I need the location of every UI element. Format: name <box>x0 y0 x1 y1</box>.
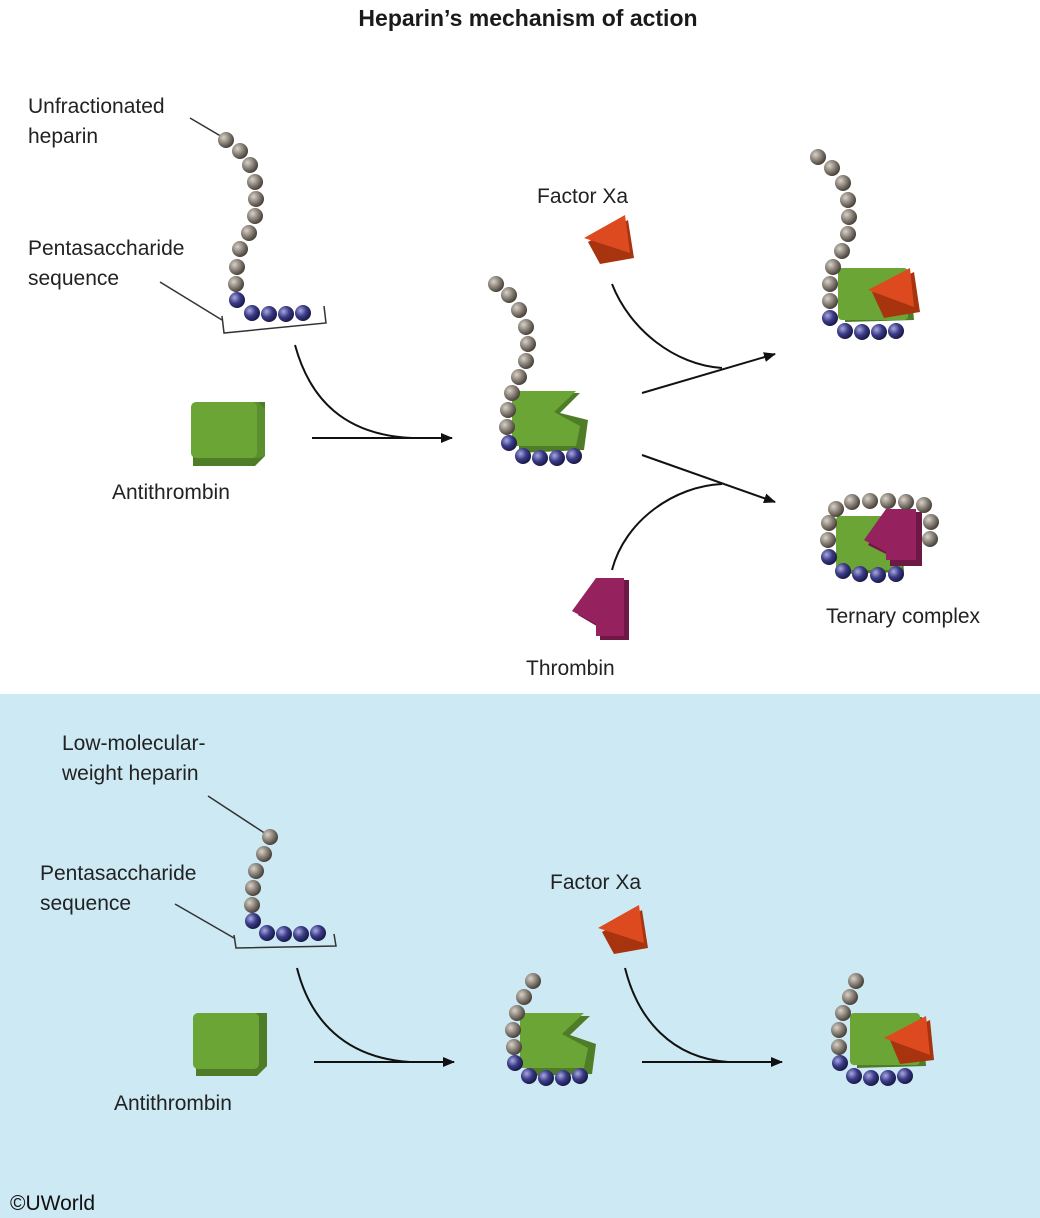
factor-xa-binding-curve <box>611 283 723 369</box>
chain-icon <box>488 276 536 435</box>
ternary-complex <box>820 493 939 583</box>
lmwh-antithrombin-complex <box>505 973 596 1086</box>
antithrombin-label: Antithrombin <box>112 481 230 504</box>
lmwh-pentasaccharide-label: Pentasaccharide sequence <box>40 862 196 915</box>
chain-icon <box>810 149 857 309</box>
lmwh-binding-curve <box>296 967 411 1063</box>
pentasaccharide-bracket <box>221 305 327 334</box>
svg-text:Pentasaccharide: Pentasaccharide <box>28 237 184 260</box>
antithrombin-label-bottom: Antithrombin <box>114 1092 232 1115</box>
copyright-text: ©UWorld <box>10 1192 95 1215</box>
pentasaccharide-label: Pentasaccharide sequence <box>28 237 184 290</box>
factor-xa-label-bottom: Factor Xa <box>550 871 641 894</box>
pentasaccharide-beads <box>245 913 326 942</box>
lmwh-pentasaccharide-leader-line <box>174 903 235 939</box>
svg-text:heparin: heparin <box>28 125 98 148</box>
unfractionated-heparin-chain <box>218 132 311 322</box>
ternary-complex-label: Ternary complex <box>826 605 981 628</box>
heparin-binding-curve <box>294 344 413 439</box>
heparin-leader-line <box>189 117 225 139</box>
lmwh-chain <box>244 829 326 942</box>
heparin-antithrombin-factor-xa-complex <box>810 149 920 340</box>
lmwh-label: Low-molecular- weight heparin <box>61 732 206 785</box>
unfractionated-heparin-label: Unfractionated heparin <box>28 95 165 148</box>
svg-text:weight heparin: weight heparin <box>61 762 199 785</box>
pentasaccharide-beads <box>229 292 311 322</box>
pentasaccharide-leader-line <box>159 281 223 321</box>
chain-icon <box>831 973 864 1055</box>
factor-xa-label-top: Factor Xa <box>537 185 628 208</box>
factor-xa-wedge-icon-bottom <box>598 905 648 954</box>
thrombin-binding-curve <box>611 483 723 571</box>
svg-text:Low-molecular-: Low-molecular- <box>62 732 206 755</box>
svg-text:Pentasaccharide: Pentasaccharide <box>40 862 196 885</box>
svg-text:sequence: sequence <box>28 267 119 290</box>
antithrombin-cube-icon-bottom <box>193 1013 267 1076</box>
lmwh-panel-background <box>0 694 1040 1218</box>
antithrombin-cube-icon <box>191 402 265 466</box>
svg-text:Unfractionated: Unfractionated <box>28 95 165 118</box>
lmwh-antithrombin-factor-xa-complex <box>831 973 934 1086</box>
svg-text:sequence: sequence <box>40 892 131 915</box>
chain-icon <box>820 493 939 548</box>
chain-icon <box>218 132 264 292</box>
lmwh-pentasaccharide-bracket <box>233 933 337 949</box>
thrombin-wedge-icon <box>572 578 629 640</box>
thrombin-label: Thrombin <box>526 657 615 680</box>
chain-icon <box>505 973 541 1055</box>
lmwh-factor-xa-curve <box>624 967 729 1063</box>
heparin-antithrombin-complex <box>488 276 588 466</box>
chain-icon <box>244 829 278 913</box>
factor-xa-arrow <box>641 352 776 394</box>
factor-xa-wedge-icon <box>584 215 634 264</box>
lmwh-leader-line <box>207 795 267 835</box>
page-title: Heparin’s mechanism of action <box>358 5 697 31</box>
thrombin-arrow <box>641 454 776 504</box>
